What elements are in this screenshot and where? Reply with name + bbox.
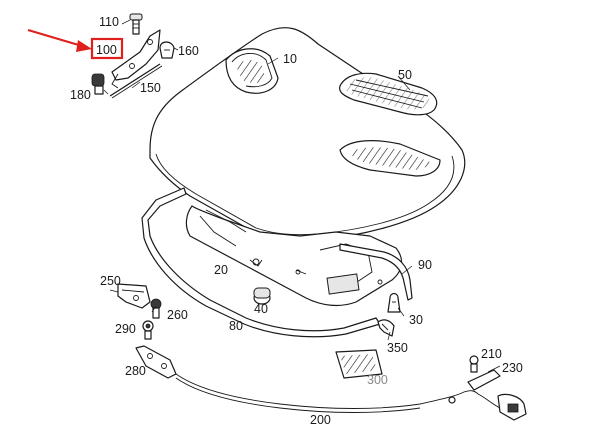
highlight-arrow bbox=[27, 28, 92, 52]
striker-30-part bbox=[387, 292, 401, 313]
callout-50: 50 bbox=[398, 68, 412, 82]
callout-110: 110 bbox=[99, 15, 119, 29]
callout-260: 260 bbox=[167, 308, 188, 322]
screw-260-part bbox=[150, 298, 162, 319]
highlight-box bbox=[90, 37, 124, 60]
release-cable-200-part bbox=[175, 373, 479, 409]
callout-180: 180 bbox=[70, 88, 91, 102]
callout-20: 20 bbox=[214, 263, 228, 277]
callout-150: 150 bbox=[140, 81, 161, 95]
hinge-bracket-part bbox=[111, 29, 161, 81]
callout-80: 80 bbox=[229, 319, 243, 333]
hood-part bbox=[149, 27, 466, 242]
callout-160: 160 bbox=[178, 44, 199, 58]
callout-labels: 110 100 160 180 150 10 50 20 90 250 260 … bbox=[70, 15, 523, 427]
callout-90: 90 bbox=[418, 258, 432, 272]
grille-300-part bbox=[335, 349, 383, 379]
callout-230: 230 bbox=[502, 361, 523, 375]
seal-90-part bbox=[339, 243, 413, 301]
callout-250: 250 bbox=[100, 274, 121, 288]
callout-300: 300 bbox=[367, 373, 388, 387]
callout-40: 40 bbox=[254, 302, 268, 316]
callout-280: 280 bbox=[125, 364, 146, 378]
callout-200: 200 bbox=[310, 413, 331, 427]
bracket-350-part bbox=[377, 319, 395, 337]
bolt-110-part bbox=[129, 13, 143, 35]
louver-50-part bbox=[339, 72, 438, 116]
hood-lock-250-part bbox=[109, 283, 151, 309]
callout-350: 350 bbox=[387, 341, 408, 355]
hinge-assembly bbox=[91, 13, 175, 99]
callout-290: 290 bbox=[115, 322, 136, 336]
callout-10: 10 bbox=[283, 52, 297, 66]
bolt-290-part bbox=[142, 320, 154, 340]
leader-lines bbox=[121, 19, 501, 373]
grommet-180-part bbox=[91, 73, 105, 95]
buffer-40-part bbox=[253, 287, 271, 305]
screw-210-part bbox=[469, 355, 479, 373]
callout-210: 210 bbox=[481, 347, 502, 361]
clip-160-part bbox=[159, 41, 175, 59]
release-handle-230-part bbox=[467, 369, 527, 421]
callout-100: 100 bbox=[96, 43, 117, 57]
callout-30: 30 bbox=[409, 313, 423, 327]
